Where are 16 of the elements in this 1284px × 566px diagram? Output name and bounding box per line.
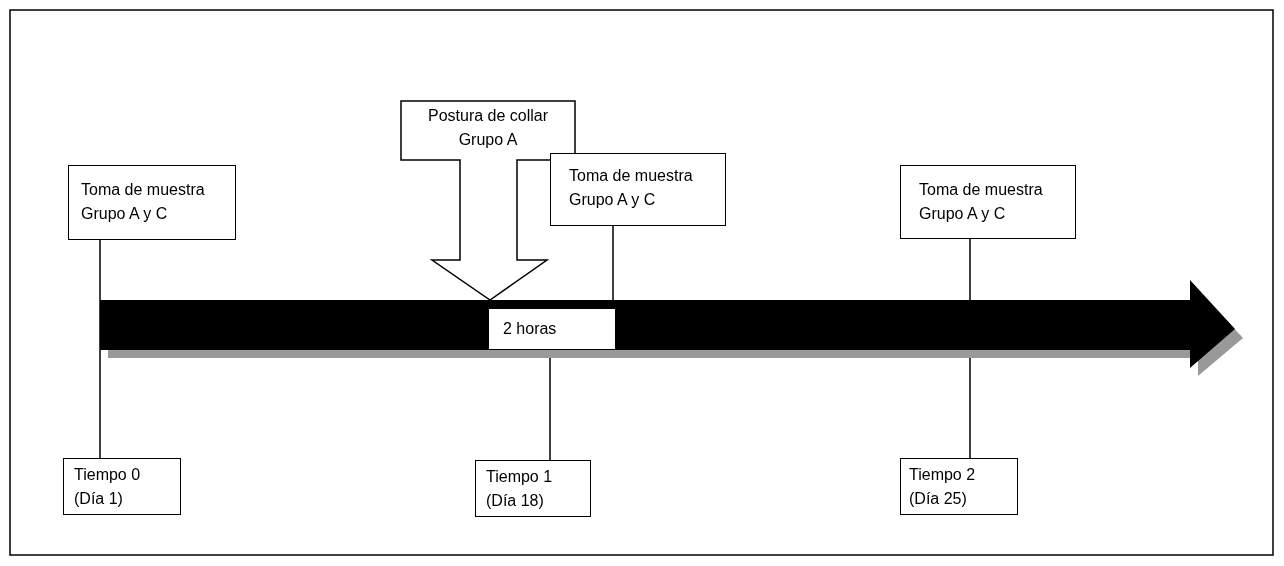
box-label: Postura de collar Grupo A [426,106,550,150]
box-label: Tiempo 2 (Día 25) [909,465,977,509]
text-box [488,308,616,350]
text-box [63,458,181,515]
text-box [68,165,236,240]
text-box [900,458,1018,515]
text-box [475,460,591,517]
box-label: Toma de muestra Grupo A y C [81,180,206,224]
box-label: 2 horas [503,319,558,339]
box-label: Toma de muestra Grupo A y C [569,166,694,210]
text-box [900,165,1076,239]
box-label: Toma de muestra Grupo A y C [919,180,1044,224]
text-box [550,153,726,226]
connector-line [99,239,101,459]
box-label: Tiempo 1 (Día 18) [486,467,554,511]
box-label: Tiempo 0 (Día 1) [74,465,142,509]
